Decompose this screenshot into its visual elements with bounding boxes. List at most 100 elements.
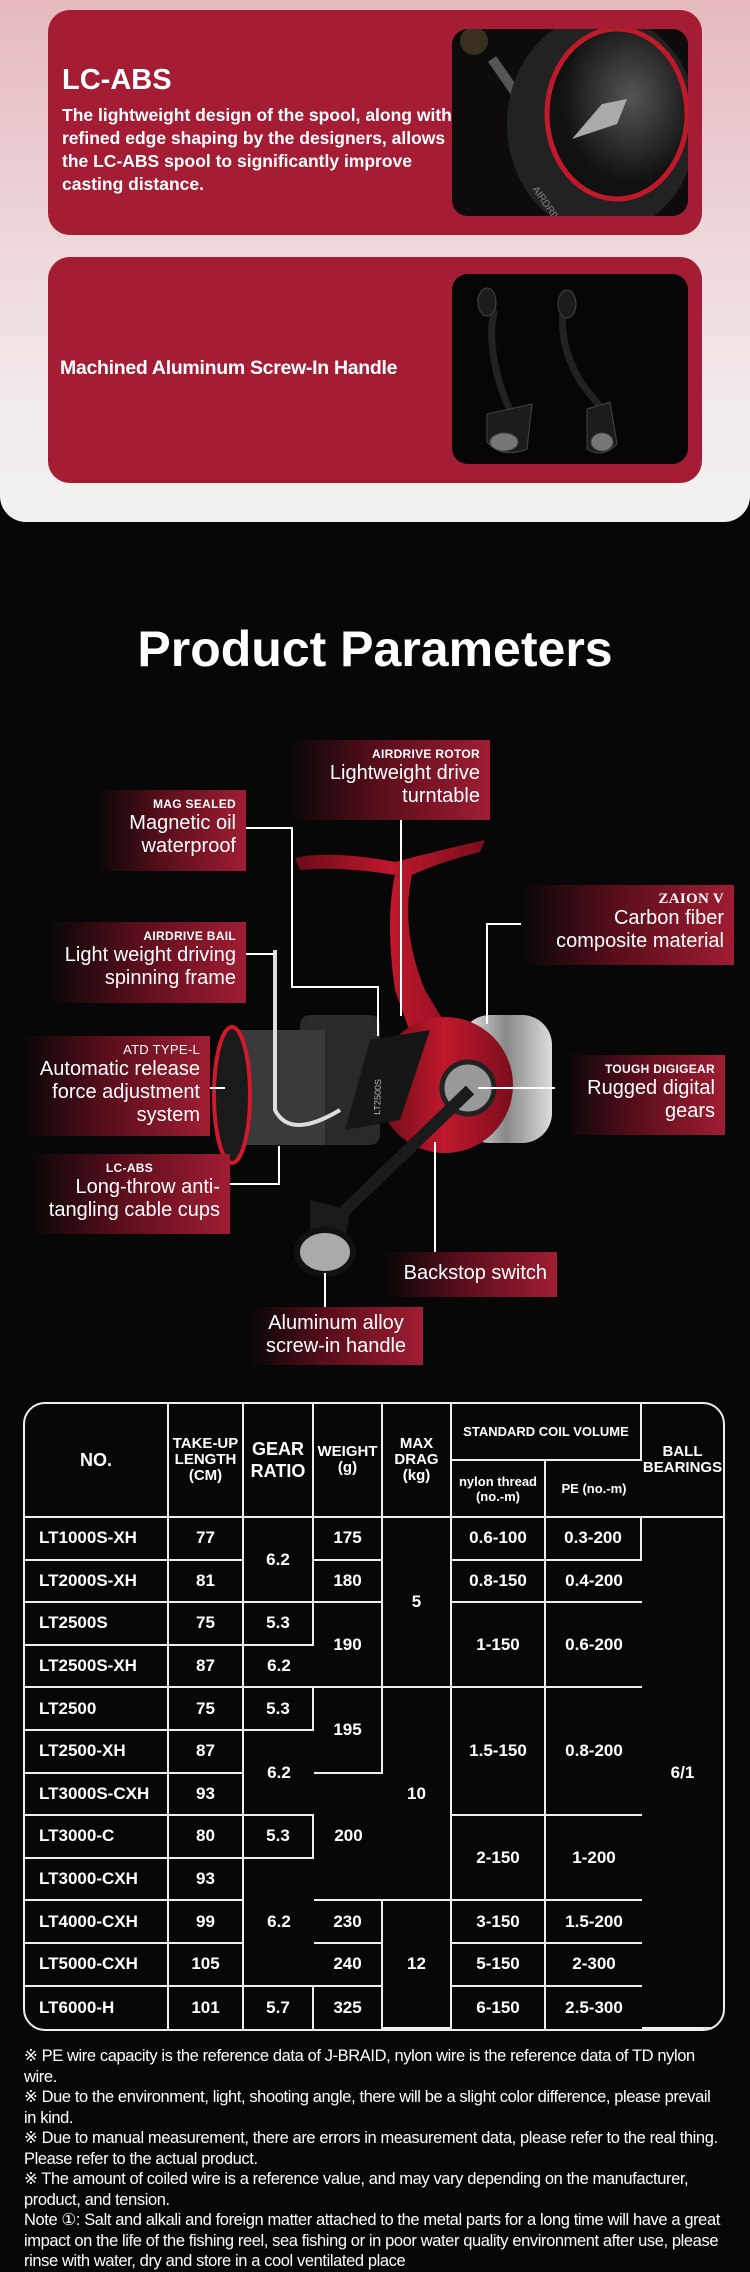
feature-card-lc-abs: LC-ABS The lightweight design of the spo… [48,10,702,235]
col-header-no: NO. [25,1404,169,1518]
col-header-coil: STANDARD COIL VOLUME [452,1404,642,1461]
cell-model: LT1000S-XH [25,1518,169,1561]
cell-weight: 195 [314,1688,383,1774]
cell-pe: 0.3-200 [546,1518,642,1561]
callout-label: LC-ABS [105,1161,154,1175]
cell-gear: 5.3 [244,1688,314,1731]
cell-takeup: 93 [169,1773,244,1817]
cell-pe: 1-200 [546,1816,642,1902]
cell-gear: 5.7 [244,1986,314,2030]
notes: ※ PE wire capacity is the reference data… [24,2046,724,2272]
cell-model: LT3000-CXH [25,1858,169,1902]
cell-ball: 6/1 [642,1518,723,2030]
cell-model: LT4000-CXH [25,1901,169,1944]
cell-drag: 10 [383,1688,452,1902]
cell-pe: 0.4-200 [546,1561,642,1604]
cell-weight: 190 [314,1603,383,1689]
col-header-pe: PE (no.-m) [546,1461,642,1518]
cell-gear: 6.2 [244,1518,314,1604]
cell-drag: 12 [383,1901,452,2030]
cell-takeup: 81 [169,1560,244,1604]
cell-model: LT3000S-CXH [25,1773,169,1817]
cell-takeup: 80 [169,1816,244,1859]
callout-handle: Aluminum alloy screw-in handle [249,1307,423,1365]
cell-pe: 2-300 [546,1944,642,1987]
callout-text: Rugged digital gears [587,1077,715,1122]
cell-takeup: 75 [169,1688,244,1731]
cell-drag: 5 [383,1518,452,1689]
cell-nylon: 0.8-150 [452,1560,546,1604]
col-header-nylon: nylon thread (no.-m) [452,1461,546,1518]
cell-pe: 0.6-200 [546,1603,642,1689]
cell-weight: 180 [314,1560,383,1604]
callout-text: Backstop switch [403,1262,547,1284]
features-section: LC-ABS The lightweight design of the spo… [0,0,750,522]
cell-model: LT2000S-XH [25,1560,169,1604]
cell-gear: 6.2 [244,1731,314,1817]
cell-pe: 1.5-200 [546,1901,642,1944]
cell-takeup: 99 [169,1901,244,1944]
col-header-gear: GEAR RATIO [244,1404,314,1518]
note-item: ※ Due to the environment, light, shootin… [24,2088,711,2127]
cell-nylon: 6-150 [452,1986,546,2030]
callout-label: ZAION V [658,891,724,907]
callout-label: MAG SEALED [152,797,236,811]
callout-label: AIRDRIVE BAIL [143,929,236,943]
cell-nylon: 2-150 [452,1816,546,1902]
callout-backstop: Backstop switch [383,1252,557,1297]
spec-table: NO. TAKE-UP LENGTH (CM) GEAR RATIO WEIGH… [23,1402,725,2032]
cell-takeup: 105 [169,1943,244,1987]
cell-nylon: 5-150 [452,1943,546,1987]
cell-model: LT2500-XH [25,1730,169,1774]
cell-takeup: 101 [169,1986,244,2030]
col-header-ball: BALL BEARINGS [642,1404,723,1518]
col-header-takeup: TAKE-UP LENGTH (CM) [169,1404,244,1518]
reel-model-print: LT2500S [372,1079,383,1115]
cell-weight: 240 [314,1943,383,1987]
cell-weight: 175 [314,1518,383,1561]
cell-model: LT2500S-XH [25,1645,169,1689]
cell-gear: 6.2 [244,1859,314,1987]
cell-weight: 325 [314,1986,383,2030]
feature-title: Machined Aluminum Screw-In Handle [60,357,398,379]
cell-takeup: 93 [169,1858,244,1902]
cell-nylon: 1-150 [452,1603,546,1689]
cell-nylon: 3-150 [452,1901,546,1944]
cell-weight: 200 [314,1774,383,1902]
cell-nylon: 0.6-100 [452,1518,546,1561]
callout-label: ATD TYPE-L [123,1042,200,1057]
cell-weight: 230 [314,1901,383,1944]
feature-card-handle: Machined Aluminum Screw-In Handle [48,257,702,483]
callout-text: Carbon fiber composite material [556,907,724,952]
cell-model: LT2500 [25,1688,169,1731]
note-item: Note ①: Salt and alkali and foreign matt… [24,2211,720,2270]
callout-text: Magnetic oil waterproof [129,812,236,857]
cell-model: LT2500S [25,1603,169,1646]
note-item: ※ The amount of coiled wire is a referen… [24,2170,689,2209]
connector-lines [210,820,555,1308]
cell-gear: 6.2 [244,1646,314,1689]
cell-gear: 5.3 [244,1603,314,1646]
callout-label: TOUGH DIGIGEAR [605,1062,715,1076]
note-item: ※ Due to manual measurement, there are e… [24,2129,718,2168]
handle-image [452,274,688,464]
cell-model: LT5000-CXH [25,1943,169,1987]
cell-takeup: 77 [169,1518,244,1561]
note-item: ※ PE wire capacity is the reference data… [24,2047,695,2086]
cell-pe: 2.5-300 [565,1997,623,2017]
